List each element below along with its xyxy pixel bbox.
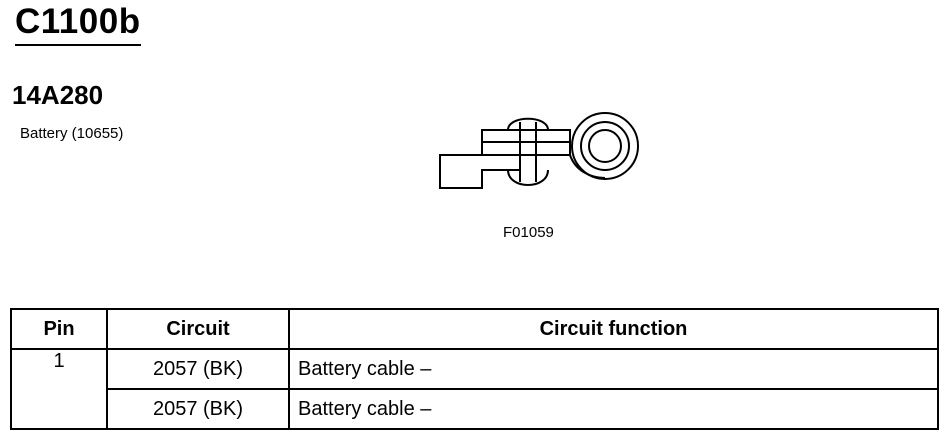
figure-code: F01059 [503,224,554,241]
crimp-wing-top [507,117,549,131]
part-number: 14A280 [12,80,104,110]
table-row: 1 2057 (BK) Battery cable – [10,348,939,430]
ring-middle [580,121,630,171]
connector-id-title: C1100b [15,2,141,46]
table-row: 2057 (BK) Battery cable – [11,388,939,430]
circuit-code: 2057 (BK) [106,388,290,430]
table-header-row: Pin Circuit Circuit function [10,308,939,350]
ring-outer [571,112,639,180]
battery-terminal-diagram [439,112,639,189]
circuit-function: Battery cable – [288,388,939,430]
header-pin: Pin [10,308,108,350]
pin-number: 1 [10,348,108,430]
part-description: Battery (10655) [20,125,124,142]
circuit-function: Battery cable – [288,348,939,390]
crimp-wing-bottom [507,169,549,186]
header-circuit: Circuit [106,308,290,350]
pinout-table: Pin Circuit Circuit function 1 2057 (BK)… [10,308,939,430]
header-circuit-function: Circuit function [288,308,939,350]
circuit-code: 2057 (BK) [106,348,290,390]
ring-hole [588,129,622,163]
